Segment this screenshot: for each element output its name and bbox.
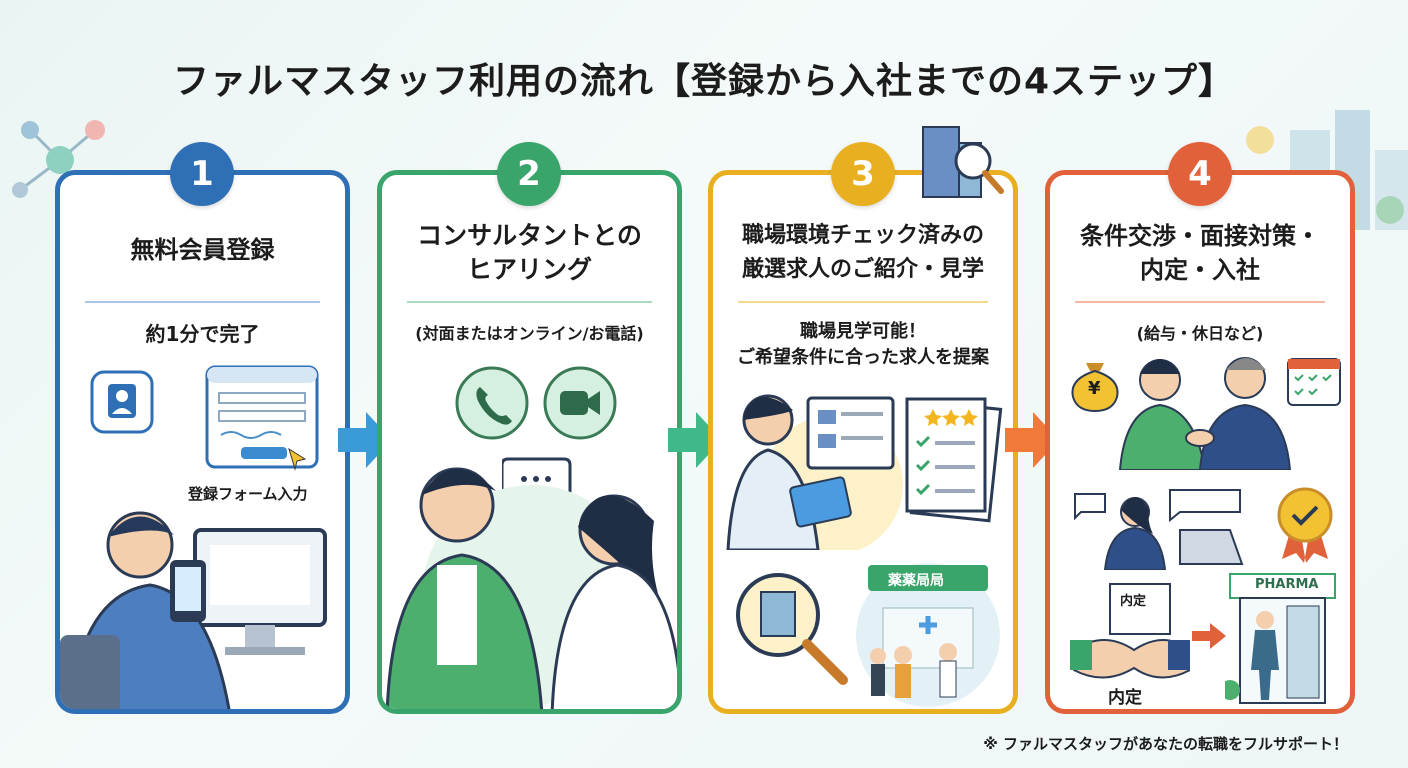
step-1-card: 無料会員登録 約1分で完了 登録フォーム入力 xyxy=(55,170,350,714)
divider xyxy=(85,301,320,303)
step-1-badge: 1 xyxy=(170,142,234,206)
divider xyxy=(1075,301,1325,303)
step-3-subtitle: 職場見学可能！ ご希望条件に合った求人を提案 xyxy=(737,321,989,368)
step-3-title: 職場環境チェック済みの 厳選求人のご紹介・見学 xyxy=(741,223,984,282)
profile-card-icon xyxy=(90,370,154,434)
step-1-title: 無料会員登録 xyxy=(130,236,275,264)
checklist-document-icon xyxy=(905,397,1003,523)
registration-form-icon xyxy=(205,365,319,471)
step-2-badge: 2 xyxy=(497,142,561,206)
user-at-computer-illustration xyxy=(60,511,327,709)
step-1-subtitle: 約1分で完了 xyxy=(145,322,260,346)
step-2-subtitle: (対面またはオンライン/お電話) xyxy=(415,324,644,343)
registration-form-label: 登録フォーム入力 xyxy=(188,485,308,503)
building-search-icon xyxy=(922,126,1004,198)
step-3-card: 職場環境チェック済みの 厳選求人のご紹介・見学 職場見学可能！ ご希望条件に合っ… xyxy=(708,170,1018,714)
footnote: ※ ファルマスタッフがあなたの転職をフルサポート！ xyxy=(983,735,1348,753)
divider xyxy=(407,301,652,303)
award-badge-icon xyxy=(1277,487,1333,563)
molecule-decoration xyxy=(12,120,105,198)
divider xyxy=(738,301,988,303)
money-bag-icon xyxy=(1071,363,1119,413)
step-4-card: 条件交渉・面接対策・ 内定・入社 (給与・休日など) ¥ 内 xyxy=(1045,170,1355,714)
interview-illustration xyxy=(1074,489,1244,570)
pharmacy-sign-label: 薬薬局局 xyxy=(888,573,944,589)
magnifier-building-icon xyxy=(736,573,848,685)
video-camera-icon xyxy=(543,366,617,440)
offer-label: 内定 xyxy=(1108,688,1142,708)
phone-icon xyxy=(455,366,529,440)
step-2-card: コンサルタントとの ヒアリング (対面またはオンライン/お電話) xyxy=(377,170,682,714)
step-2-title: コンサルタントとの ヒアリング xyxy=(417,221,642,284)
pharmacy-scene-illustration xyxy=(856,563,1000,707)
arrow-right-small-icon xyxy=(1192,623,1226,649)
offer-document-text: 内定 xyxy=(1120,594,1147,609)
staff-with-clipboard-illustration xyxy=(726,394,903,550)
offer-handshake-illustration xyxy=(1070,583,1190,679)
step-4-title: 条件交渉・面接対策・ 内定・入社 xyxy=(1080,222,1320,284)
yen-symbol: ¥ xyxy=(1088,378,1101,399)
page-title: ファルマスタッフ利用の流れ【登録から入社までの4ステップ】 xyxy=(172,61,1236,102)
pharma-sign-label: PHARMA xyxy=(1255,577,1319,592)
calendar-icon xyxy=(1287,358,1341,406)
handshake-negotiation-illustration xyxy=(1118,357,1292,470)
step-3-badge: 3 xyxy=(831,142,895,206)
step-4-subtitle: (給与・休日など) xyxy=(1136,324,1264,343)
consultation-illustration xyxy=(385,467,677,709)
step-4-badge: 4 xyxy=(1168,142,1232,206)
pharma-entrance-illustration xyxy=(1225,573,1336,704)
